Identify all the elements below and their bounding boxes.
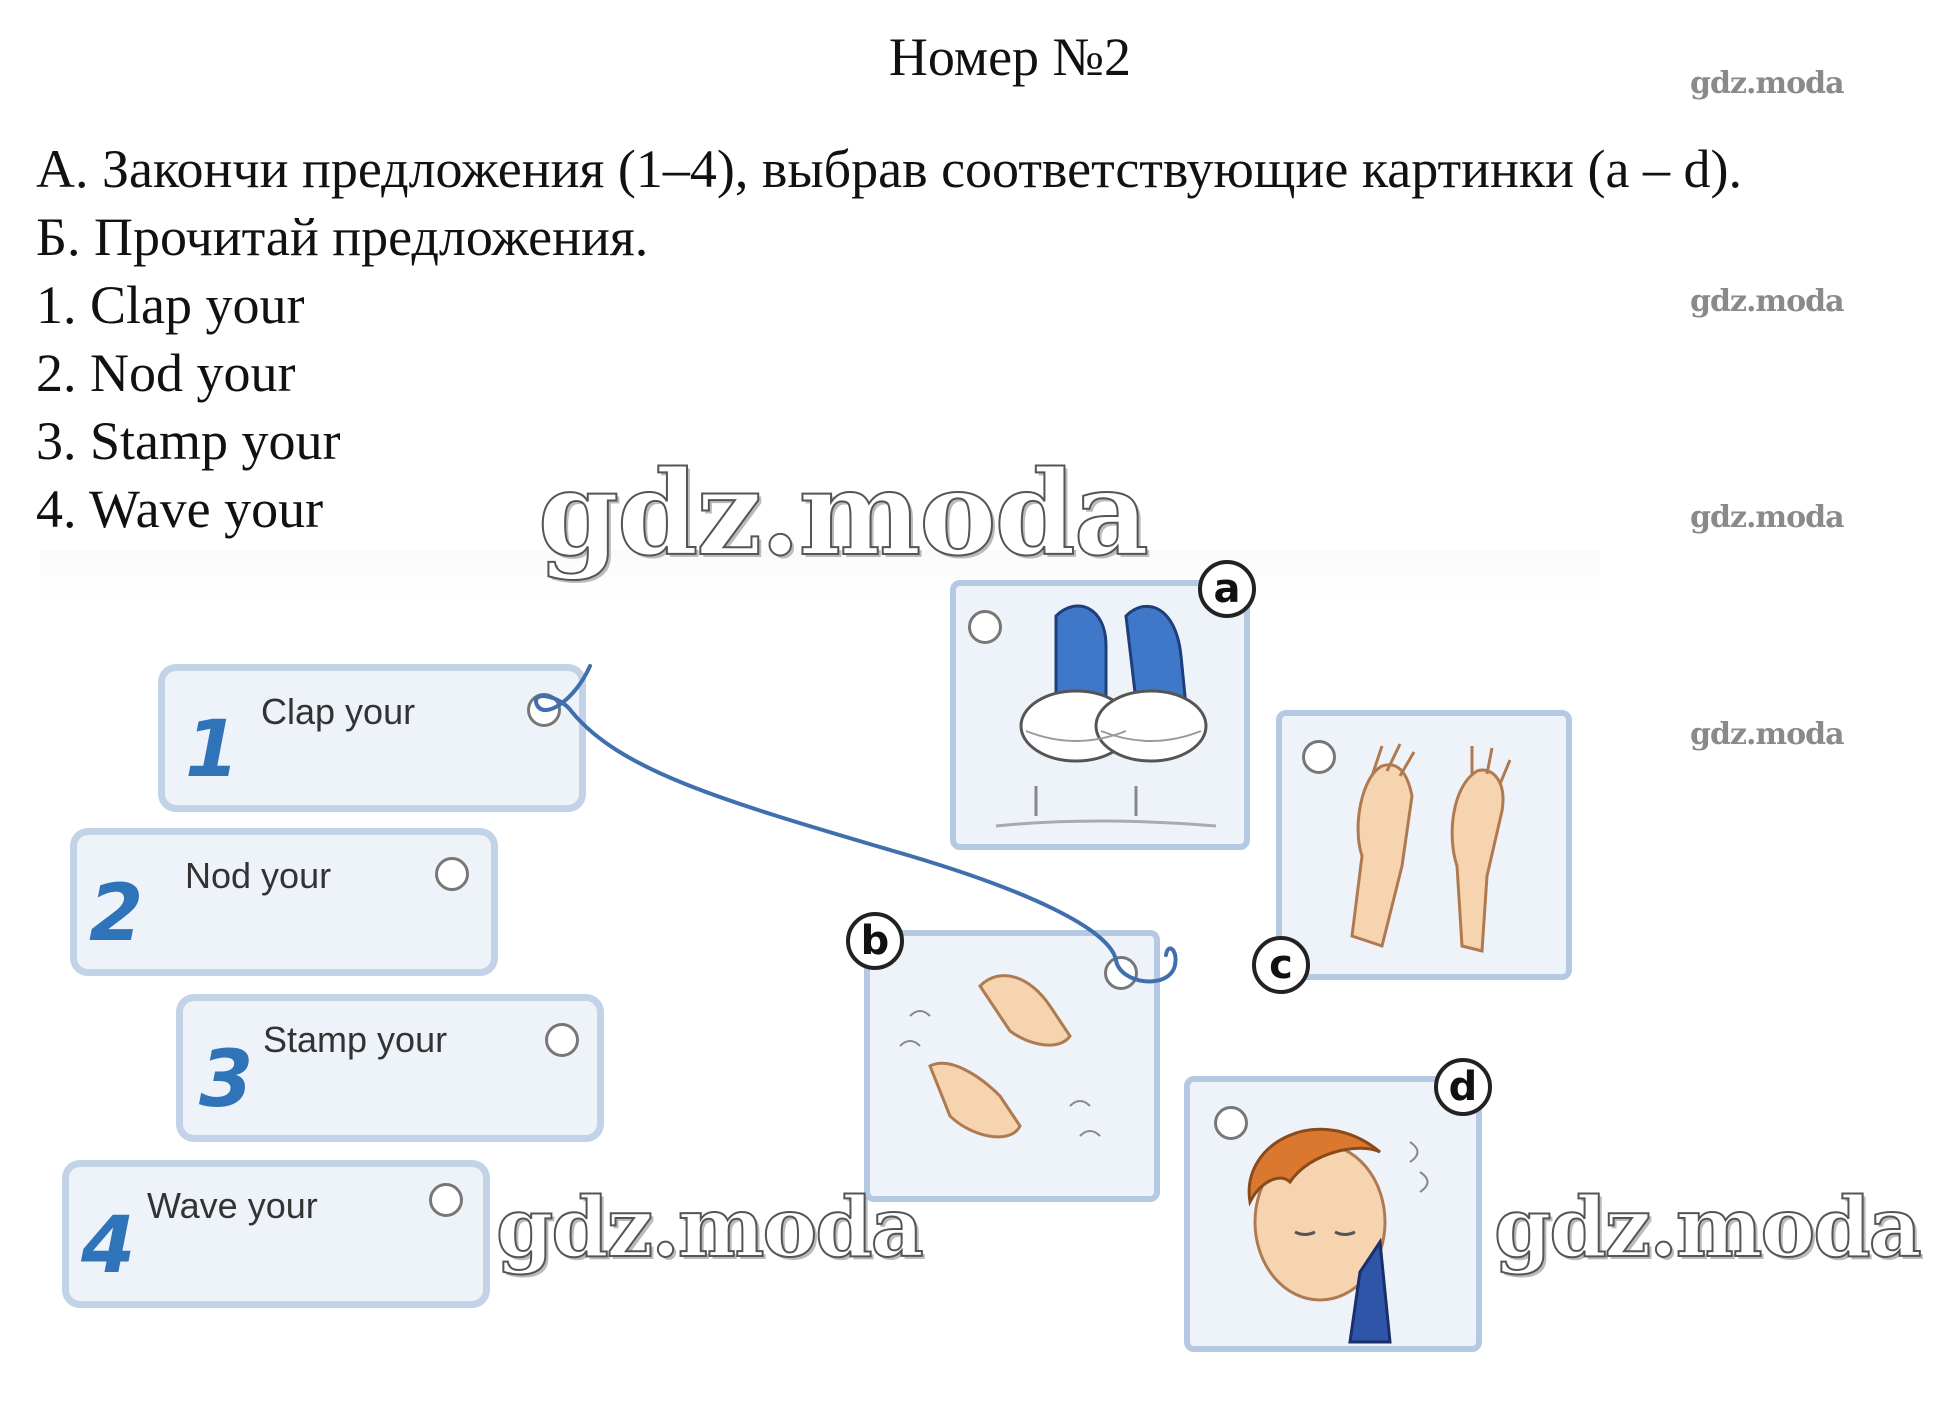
card-1: 1 Clap your xyxy=(158,664,586,812)
answer-ring-3[interactable] xyxy=(545,1023,579,1057)
clapping-hands-icon xyxy=(1350,743,1512,953)
picture-ring-a[interactable] xyxy=(968,610,1002,644)
picture-a xyxy=(950,580,1250,850)
watermark-big-3: gdz.moda xyxy=(1493,1179,1923,1277)
card-label: Clap your xyxy=(261,691,416,732)
card-number: 3 xyxy=(199,1035,254,1125)
sentence-4: 4. Wave your xyxy=(36,479,324,539)
task-b: Б. Прочитай предложения. xyxy=(36,207,649,267)
card-label: Nod your xyxy=(185,855,332,896)
answer-line-1-b xyxy=(533,664,1178,984)
card-3: 3 Stamp your xyxy=(176,994,604,1142)
task-a: А. Закончи предложения (1–4), выбрав соо… xyxy=(36,139,1742,199)
picture-letter-b: b xyxy=(846,912,904,970)
picture-d xyxy=(1184,1076,1482,1352)
watermark-small-1: gdz.moda xyxy=(1690,66,1845,101)
picture-b xyxy=(864,930,1160,1202)
card-label: Wave your xyxy=(147,1185,318,1226)
picture-ring-c[interactable] xyxy=(1302,740,1336,774)
nodding-head-icon xyxy=(1247,1127,1429,1344)
picture-letter-c: c xyxy=(1252,936,1310,994)
stamping-feet-icon xyxy=(995,604,1217,828)
picture-letter-a: a xyxy=(1198,560,1256,618)
sentence-2: 2. Nod your xyxy=(36,343,296,403)
watermark-big-1: gdz.moda xyxy=(537,445,1150,583)
page-title: Номер №2 xyxy=(888,27,1132,87)
picture-ring-d[interactable] xyxy=(1214,1106,1248,1140)
watermark-big-2: gdz.moda xyxy=(495,1179,925,1277)
card-2: 2 Nod your xyxy=(70,828,498,976)
card-4: 4 Wave your xyxy=(62,1160,490,1308)
sentence-3: 3. Stamp your xyxy=(36,411,341,471)
card-number: 4 xyxy=(81,1201,136,1291)
card-number: 2 xyxy=(89,869,144,959)
card-number: 1 xyxy=(185,705,240,795)
sentence-1: 1. Clap your xyxy=(36,275,305,335)
picture-c xyxy=(1276,710,1572,980)
watermark-small-2: gdz.moda xyxy=(1690,284,1845,319)
picture-ring-b[interactable] xyxy=(1104,956,1138,990)
watermark-small-3: gdz.moda xyxy=(1690,500,1845,535)
answer-ring-4[interactable] xyxy=(429,1183,463,1217)
answer-ring-2[interactable] xyxy=(435,857,469,891)
picture-letter-d: d xyxy=(1434,1058,1492,1116)
card-label: Stamp your xyxy=(263,1019,448,1060)
watermark-small-4: gdz.moda xyxy=(1690,717,1845,752)
waving-hands-icon xyxy=(899,974,1101,1139)
